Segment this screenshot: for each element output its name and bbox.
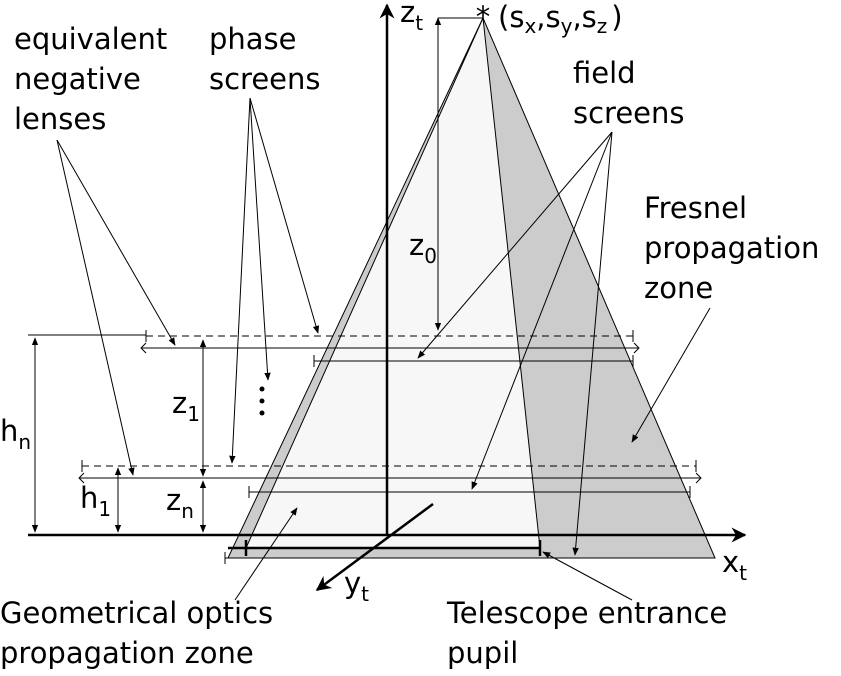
pointer-field-pupil [572, 131, 613, 556]
x-axis-label: xt [722, 545, 747, 585]
pointer-phase-middle [249, 97, 271, 381]
source-coordinates: (sx,sy,sz) [498, 0, 623, 38]
pointer-phase-upper [249, 97, 320, 334]
pointer-lenses-lower [56, 139, 135, 476]
equivalent-lenses-label: equivalent negative lenses [14, 22, 177, 136]
hn-label: hn [0, 414, 31, 454]
zn-label: zn [166, 483, 194, 523]
pointer-pupil [542, 551, 633, 601]
z1-label: z1 [172, 386, 200, 426]
lens-upper-end-left [140, 342, 147, 354]
geometrical-zone-label: Geometrical optics propagation zone [0, 596, 282, 670]
lens-lower-end-left [78, 472, 85, 484]
fresnel-zone-label: Fresnel propagation zone [644, 191, 829, 305]
field-screens-label: field screens [573, 56, 685, 130]
phase-screens-label: phase screens [209, 22, 321, 96]
pointer-phase-lower [229, 97, 251, 464]
ellipsis-dot [259, 386, 265, 392]
pointer-field-lower [471, 131, 613, 490]
ellipsis-dot [259, 398, 265, 404]
pointer-geometrical [234, 507, 298, 601]
lens-lower-end-right [695, 472, 702, 484]
y-axis-label: yt [344, 566, 369, 606]
z-axis-label: zt [400, 0, 423, 35]
lens-upper-end-right [633, 342, 640, 354]
h1-label: h1 [80, 481, 111, 521]
telescope-pupil-label: Telescope entrance pupil [446, 596, 736, 670]
pointer-fresnel [631, 307, 711, 443]
pointer-field-upper [417, 131, 613, 359]
source-star-icon: * [476, 0, 491, 34]
z0-label: z0 [409, 228, 437, 268]
y-axis [315, 502, 434, 592]
ellipsis-dot [259, 410, 265, 416]
pointer-lenses-upper [56, 139, 176, 346]
